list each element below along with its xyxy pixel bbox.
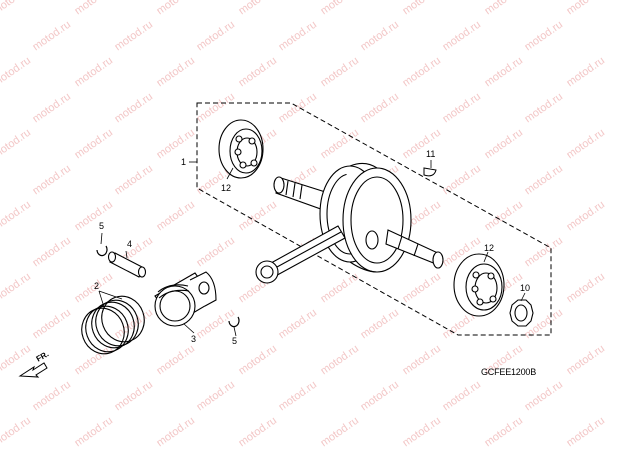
front-direction-arrow [18, 362, 48, 378]
callout-12-left: 12 [221, 183, 232, 193]
cam-chain-sprocket [509, 299, 534, 327]
leader-lines [98, 160, 526, 337]
callout-5-top: 5 [99, 221, 105, 231]
callout-1: 1 [181, 157, 187, 167]
piston-ring-set [81, 295, 145, 355]
callout-2: 2 [94, 281, 100, 291]
radial-ball-bearing-left [218, 119, 264, 179]
callout-11: 11 [426, 149, 436, 159]
callout-10: 10 [520, 283, 531, 293]
callout-5-bottom: 5 [232, 336, 238, 346]
radial-ball-bearing-right [453, 253, 505, 317]
piston-pin-clip-top [96, 245, 108, 257]
crankshaft [255, 162, 444, 284]
callout-4: 4 [127, 239, 133, 249]
drawing-code: GCFEE1200B [481, 367, 537, 377]
piston [154, 271, 217, 327]
piston-pin [107, 251, 147, 278]
woodruff-key [423, 167, 437, 177]
callout-12-right: 12 [484, 243, 495, 253]
callout-3: 3 [191, 334, 197, 344]
piston-pin-clip-bottom [228, 316, 240, 328]
